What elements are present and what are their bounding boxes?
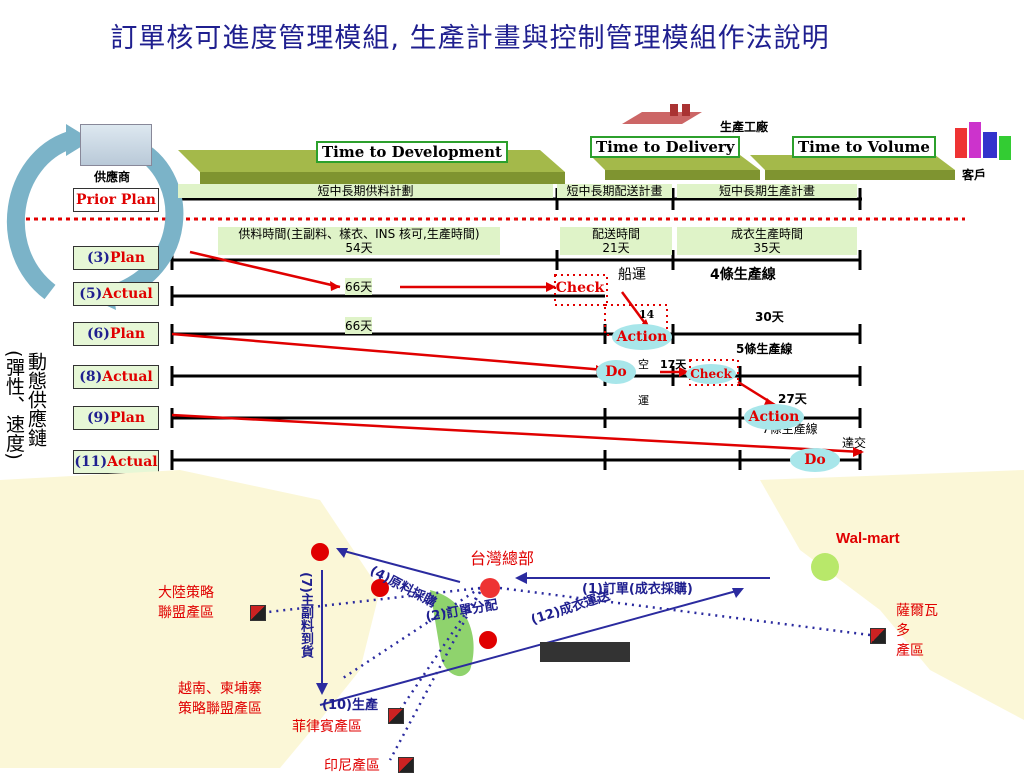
- supply-time-header: 供料時間(主副料、樣衣、INS 核可,生產時間) 54天: [218, 227, 500, 255]
- row-label-text: Plan: [109, 326, 146, 342]
- supplier-label: 供應商: [94, 170, 131, 184]
- arrive-label: 達交: [842, 436, 867, 450]
- starburst-icons: [311, 543, 497, 649]
- do-2: Do: [790, 448, 840, 472]
- row-label-num: (5): [79, 286, 103, 302]
- row-label-prior-plan: Prior Plan: [73, 188, 159, 212]
- row-label-text: Prior Plan: [76, 192, 156, 208]
- cargo-ship-icon: [540, 642, 630, 662]
- days-66-b: 66天: [345, 317, 373, 334]
- salvador-label-3: 產區: [896, 643, 924, 659]
- philippines-label: 菲律賓產區: [292, 719, 362, 735]
- days-27: 27天: [778, 392, 807, 406]
- volume-bar-top: [750, 155, 955, 170]
- delivery-time-label: 配送時間: [591, 227, 640, 241]
- days-30: 30天: [755, 310, 784, 324]
- check-2: Check: [686, 364, 736, 384]
- cycle-arrow-left: [7, 131, 74, 300]
- transport-label: 運: [638, 394, 649, 407]
- row-label-num: (8): [79, 369, 103, 385]
- air-label: 空: [638, 358, 649, 371]
- action-2: Action: [744, 404, 804, 430]
- step-7-arrival: (7)主副料到貨: [298, 572, 313, 658]
- supplier-factory-icon: [80, 124, 152, 166]
- asia-landmass: [0, 470, 380, 768]
- row-label-11-actual: (11)Actual: [73, 450, 159, 474]
- row-label-text: Plan: [109, 250, 146, 266]
- volume-bar-front: [765, 170, 955, 180]
- do-1: Do: [596, 360, 636, 384]
- china-region-icon: [250, 605, 266, 621]
- ship-label: 船運: [618, 267, 646, 283]
- page-title: 訂單核可進度管理模組, 生產計畫與控制管理模組作法說明: [110, 23, 830, 54]
- china-label-2: 聯盟產區: [158, 605, 214, 621]
- row-label-text: Actual: [102, 369, 153, 385]
- row-label-6-plan: (6)Plan: [73, 322, 159, 346]
- production-time-days: 35天: [753, 241, 781, 255]
- delivery-time-header: 配送時間 21天: [560, 227, 672, 255]
- supply-plan-header: 短中長期供料計劃: [178, 184, 553, 198]
- arrow-material: [339, 549, 461, 583]
- america-landmass: [760, 470, 1024, 720]
- development-bar-front: [200, 172, 565, 184]
- vietnam-label-1: 越南、柬埔寨: [178, 681, 262, 697]
- production-time-label: 成衣生產時間: [730, 227, 803, 241]
- production-plan-header: 短中長期生產計畫: [677, 184, 857, 198]
- hq-label: 台灣總部: [470, 549, 535, 568]
- row-label-9-plan: (9)Plan: [73, 406, 159, 430]
- walmart-marker: [811, 553, 839, 581]
- row-label-5-actual: (5)Actual: [73, 282, 159, 306]
- row-label-text: Actual: [107, 454, 158, 470]
- row-label-text: Actual: [102, 286, 153, 302]
- supply-time-days: 54天: [345, 241, 373, 255]
- salvador-label-2: 多: [896, 623, 910, 639]
- philippines-region-icon: [388, 708, 404, 724]
- row-label-num: (3): [86, 250, 110, 266]
- row-label-3-plan: (3)Plan: [73, 246, 159, 270]
- phase-delivery: Time to Delivery: [590, 136, 741, 158]
- lines-5: 5條生產線: [736, 342, 793, 356]
- world-map: [0, 470, 1024, 768]
- days-66-a: 66天: [345, 278, 373, 295]
- arrow-ship: [319, 589, 741, 706]
- action-1: Action: [612, 324, 672, 350]
- step-10-production: (10)生產: [322, 698, 378, 713]
- days-14: 14: [639, 308, 655, 321]
- salvador-label-1: 薩爾瓦: [896, 603, 938, 619]
- row-label-8-actual: (8)Actual: [73, 365, 159, 389]
- customer-label: 客戶: [962, 168, 987, 182]
- days-17: 17天: [660, 358, 687, 371]
- delivery-bar-top: [590, 155, 760, 170]
- phase-development: Time to Development: [316, 141, 508, 163]
- phase-volume: Time to Volume: [792, 136, 936, 158]
- salvador-region-icon: [870, 628, 886, 644]
- supply-time-label: 供料時間(主副料、樣衣、INS 核可,生產時間): [238, 227, 480, 241]
- check-1: Check: [555, 280, 605, 296]
- row-label-num: (6): [86, 326, 110, 342]
- delivery-plan-header: 短中長期配送計畫: [557, 184, 672, 198]
- row-label-num: (9): [86, 410, 110, 426]
- hq-marker: [480, 578, 500, 598]
- production-factory-icon: [622, 104, 702, 130]
- vietnam-label-2: 策略聯盟產區: [178, 701, 262, 717]
- customer-building-icon: [955, 122, 1020, 164]
- red-arrows: [171, 250, 863, 454]
- indonesia-label: 印尼產區: [324, 758, 380, 774]
- row-label-text: Plan: [109, 410, 146, 426]
- factory-label: 生產工廠: [720, 120, 769, 134]
- lines-4: 4條生產線: [710, 267, 776, 283]
- side-label-dynamic: 動態供應鏈: [25, 352, 47, 447]
- indonesia-region-icon: [398, 757, 414, 773]
- delivery-bar-front: [605, 170, 760, 180]
- delivery-time-days: 21天: [602, 241, 630, 255]
- row-label-num: (11): [74, 454, 108, 470]
- production-time-header: 成衣生產時間 35天: [677, 227, 857, 255]
- walmart-label: Wal-mart: [836, 530, 900, 547]
- china-label-1: 大陸策略: [158, 585, 214, 601]
- side-label-flex: (彈性、速度): [3, 350, 25, 460]
- step-1-order: (1)訂單(成衣採購): [582, 582, 693, 597]
